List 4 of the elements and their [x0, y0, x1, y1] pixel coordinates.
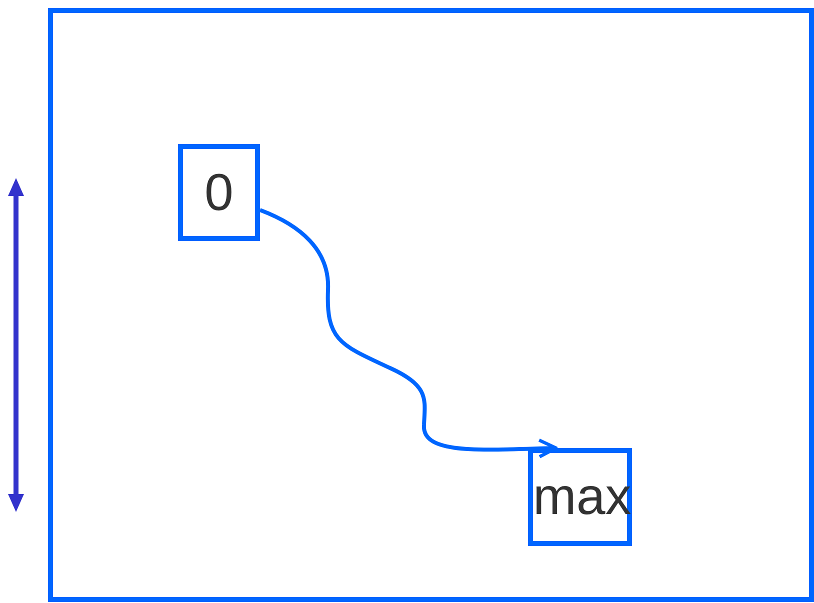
value-label: 0 [204, 167, 234, 219]
arrow [259, 208, 558, 458]
frame-box [48, 8, 814, 602]
label-box [178, 144, 260, 241]
